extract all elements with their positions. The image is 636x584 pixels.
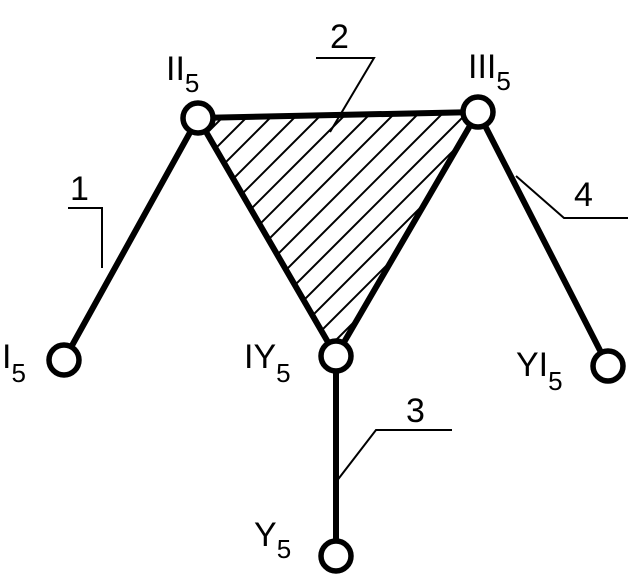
member-2-edge-top — [195, 109, 481, 121]
leader-3 — [335, 429, 452, 483]
hatch-line — [492, 0, 636, 400]
member-4-label: 4 — [574, 176, 593, 214]
node-label-IY: IY5 — [244, 338, 291, 388]
hatch-line — [198, 112, 478, 356]
node-label-I: I5 — [2, 338, 26, 388]
member-1-edge — [61, 115, 201, 363]
member-2-label: 2 — [330, 18, 349, 56]
hatch-line — [198, 112, 461, 356]
joint-III — [460, 94, 496, 130]
member-2-edge-left — [195, 115, 339, 359]
member-1-label: 1 — [70, 170, 89, 208]
member-3-label: 3 — [406, 392, 425, 430]
node-label-III: III5 — [468, 48, 511, 96]
joint-IY — [318, 338, 354, 374]
node-label-II: II5 — [166, 50, 199, 98]
leader-4 — [515, 175, 628, 219]
triangle-plate-hatch — [0, 0, 636, 400]
hatch-line — [198, 112, 245, 356]
leader-1 — [68, 207, 103, 268]
hatch-line — [198, 112, 269, 356]
hatch-line — [198, 112, 221, 356]
hatch-line — [419, 112, 478, 356]
hatch-line — [198, 112, 437, 356]
hatch-line — [395, 112, 478, 356]
joint-II — [180, 100, 216, 136]
member-2-edge-right — [333, 109, 481, 359]
node-label-Y: Y5 — [254, 516, 291, 564]
node-label-YI: YI5 — [516, 346, 563, 396]
member-4-edge — [475, 109, 611, 369]
hatch-line — [198, 112, 478, 356]
hatch-line — [0, 0, 124, 400]
leader-2 — [316, 57, 376, 133]
joint-YI — [590, 348, 626, 384]
joint-Y — [318, 538, 354, 574]
joint-I — [46, 342, 82, 378]
